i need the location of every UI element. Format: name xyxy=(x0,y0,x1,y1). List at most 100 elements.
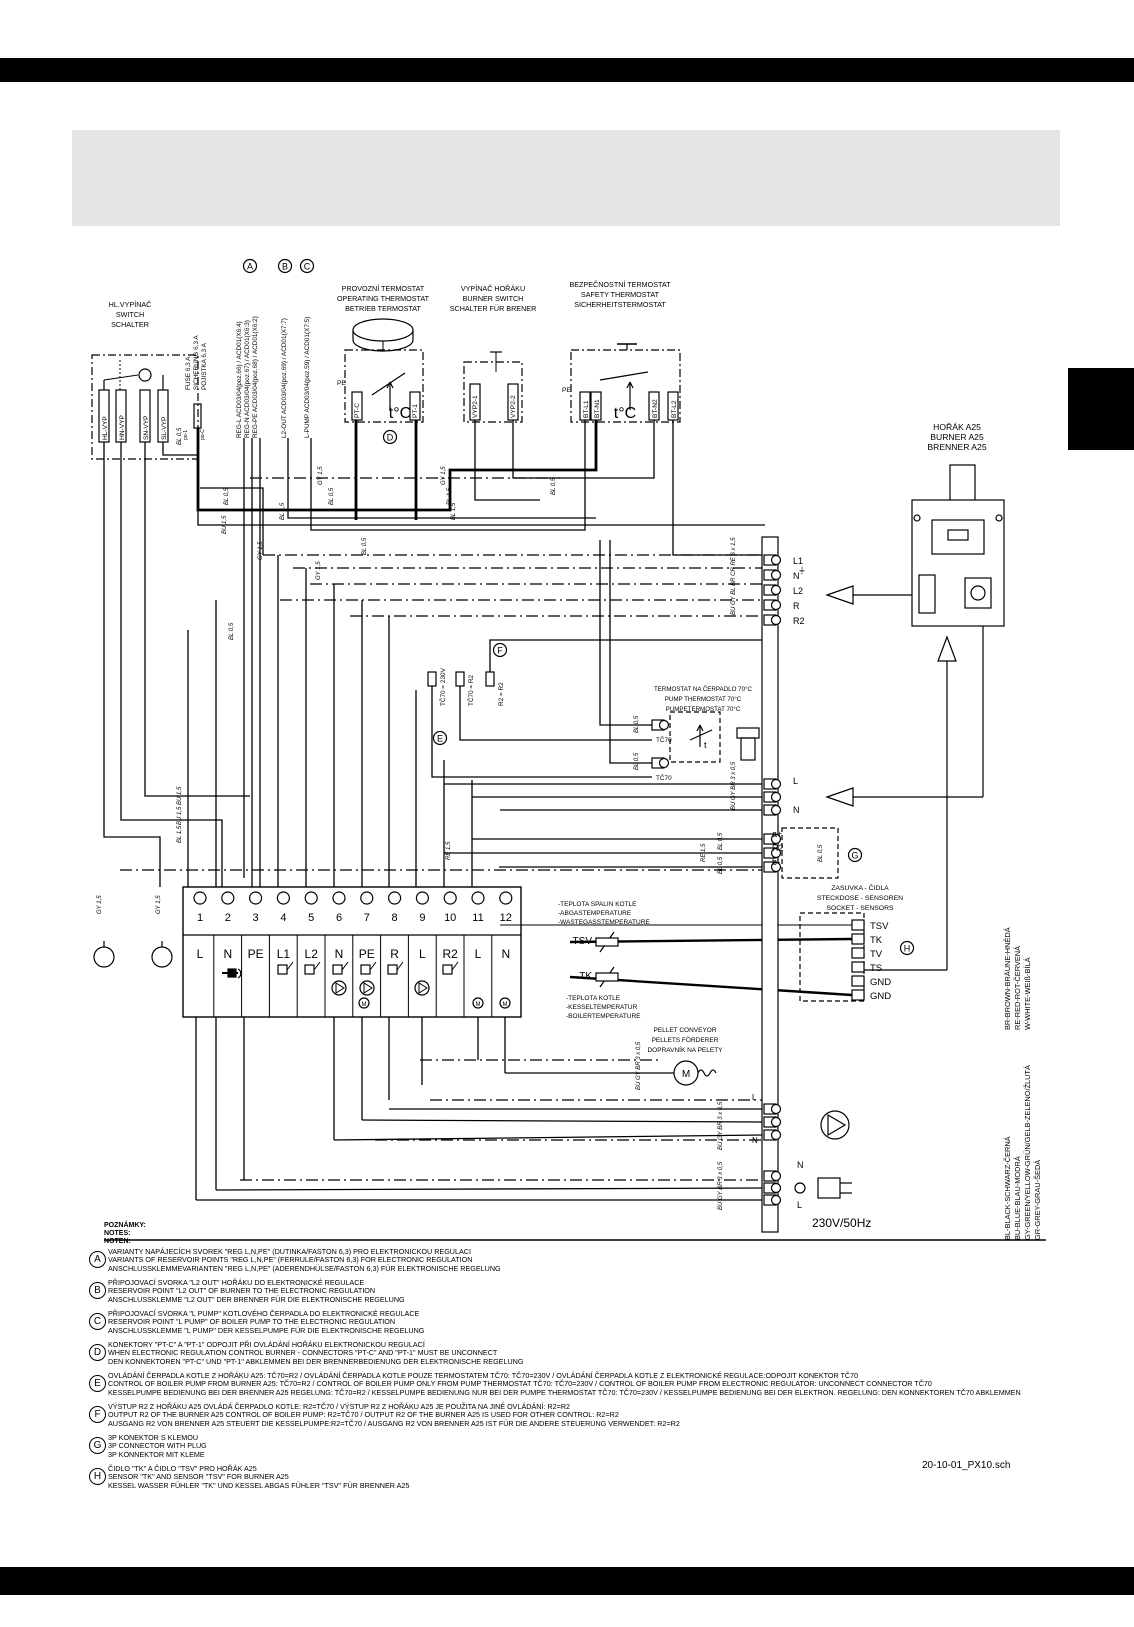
note-letter-badge: A xyxy=(89,1251,106,1268)
connector-pin-end xyxy=(658,757,670,769)
fuse-pin: po-1 xyxy=(183,430,189,440)
callout-letter: C xyxy=(304,261,311,271)
earth-symbol: ⏚ xyxy=(798,566,806,575)
connector-pin-end xyxy=(770,861,782,873)
wire-tag: BL 0,5 xyxy=(634,715,640,733)
safety-pin-box xyxy=(667,391,679,421)
motor-symbol xyxy=(472,997,484,1009)
relay-contact xyxy=(369,961,377,971)
burner-switch-pin-label: VYP2-1 xyxy=(472,395,479,418)
pellet-conveyor-label: PELLET CONVEYOR xyxy=(653,1027,716,1034)
sensor-arrow-up xyxy=(937,635,957,662)
wire-tag: BU 1,5 xyxy=(177,806,183,825)
terminal-screw xyxy=(276,891,290,905)
main-switch-label: HL.VYPÍNAČ xyxy=(109,300,152,309)
callout-h xyxy=(899,940,915,956)
note-line: OUTPUT R2 OF THE BURNER A25 CONTROL OF B… xyxy=(108,1410,619,1420)
terminal-label: R2 xyxy=(443,947,459,961)
arrow-head xyxy=(629,381,634,389)
relay-contact xyxy=(451,961,459,971)
fuse-symbol xyxy=(227,968,237,978)
wire-tag: BL 1,5 xyxy=(451,502,457,520)
pump-connector-label: N xyxy=(793,805,800,815)
wire-tag: BL 0,5 xyxy=(229,622,235,640)
motor-letter: M xyxy=(682,1069,690,1080)
connector-pin-end xyxy=(770,804,782,816)
wire-tag: GY 1,5 xyxy=(97,895,103,914)
pellet-conveyor-label: PELLETS FÖRDERER xyxy=(652,1036,719,1044)
connector-pin-end xyxy=(770,1182,782,1194)
note-letter-badge: D xyxy=(89,1344,106,1361)
safety-pin-box xyxy=(590,391,602,421)
terminal-screw xyxy=(304,891,318,905)
thermo-pin-label: PT-1 xyxy=(412,404,419,418)
wire xyxy=(162,442,765,526)
terminal-rail xyxy=(761,536,779,1233)
wire-tag: GY 1,5 xyxy=(156,895,162,914)
pump-triangle xyxy=(827,1113,847,1137)
connector-pin-end xyxy=(770,584,782,596)
switch-wire xyxy=(103,374,139,381)
burner-socket xyxy=(964,577,992,609)
note-line: RESERVOIR POINT "L2 OUT" OF BURNER TO TH… xyxy=(108,1286,376,1296)
auger-spiral xyxy=(697,1069,717,1077)
terminal-number: 1 xyxy=(197,912,203,924)
burner-label: BRENNER A25 xyxy=(927,442,986,452)
switch-pin-box xyxy=(139,389,151,443)
switch-lamp-icon xyxy=(138,368,152,382)
cable-tag: BU GY BR 3 x 0,5 xyxy=(718,1161,724,1210)
wire-tag: BL 0,5 xyxy=(224,487,230,505)
terminal-label: L xyxy=(419,947,426,961)
terminal-screw xyxy=(221,891,235,905)
motor-letter: M xyxy=(362,1002,367,1008)
wire-tag: GY 1,5 xyxy=(316,561,322,580)
callout-letter: F xyxy=(497,645,503,655)
terminal-number: 12 xyxy=(500,912,512,924)
g-connector-label: b- xyxy=(772,857,780,867)
relay-contact xyxy=(313,961,321,971)
wire-tag: BL 0,5 xyxy=(634,752,640,770)
terminal-label: L2 xyxy=(305,947,319,961)
note-letter-badge: E xyxy=(89,1375,106,1392)
callout-c xyxy=(299,258,315,274)
connector-pin-end xyxy=(770,847,782,859)
supply-voltage-label: 230V/50Hz xyxy=(812,1216,871,1230)
color-legend-entry: BU-BLUE-BLAU-MODRÁ xyxy=(1013,1156,1022,1240)
relay-icon xyxy=(442,964,453,975)
connector-pin-end xyxy=(770,1129,782,1141)
wire xyxy=(144,442,250,797)
note-letter-badge: B xyxy=(89,1282,106,1299)
connector-pin-end xyxy=(770,791,782,803)
cable-tag: BU GY BR 3 x 0,5 xyxy=(636,1041,642,1090)
operating-thermostat-box xyxy=(344,349,424,423)
option-connector-label: TČ70 = 230V xyxy=(438,667,447,706)
wire xyxy=(120,442,223,887)
safety-pin-label: BT-N1 xyxy=(594,399,601,418)
terminal-number: 8 xyxy=(392,912,398,924)
fuse-icon xyxy=(193,403,202,429)
wire-tag: BL 1,5 xyxy=(280,502,286,520)
burner-label: BURNER A25 xyxy=(930,432,984,442)
components xyxy=(91,258,1005,1233)
note-line: KONEKTORY "PT-C" A "PT-1" ODPOJIT PŘI OV… xyxy=(108,1340,425,1349)
g-connector-label: R2 xyxy=(772,843,784,853)
sensor-pin-label: TS xyxy=(870,963,882,974)
burner-switch-pin-label: VYP2-2 xyxy=(510,395,517,418)
ground-symbol-right xyxy=(151,946,173,968)
fuse-label: POJISTKA 6,3 A xyxy=(201,342,208,390)
main-switch-box xyxy=(91,354,199,460)
connector-pin-end xyxy=(770,614,782,626)
note-letter-badge: C xyxy=(89,1313,106,1330)
motor-letter: M xyxy=(476,1002,481,1008)
header-banner xyxy=(72,130,1060,226)
note-line: CONTROL OF BOILER PUMP FROM BURNER A25: … xyxy=(108,1379,932,1389)
terminal-source-label: REG-PE ACD03/04(poz.68) / ACD01(X6:2) xyxy=(252,316,259,438)
burner-terminal-block xyxy=(918,574,936,614)
pump-n-label: N xyxy=(752,1136,758,1145)
power-plug xyxy=(817,1177,841,1199)
pump-triangle xyxy=(335,982,345,994)
switch-pin-box xyxy=(157,389,169,443)
